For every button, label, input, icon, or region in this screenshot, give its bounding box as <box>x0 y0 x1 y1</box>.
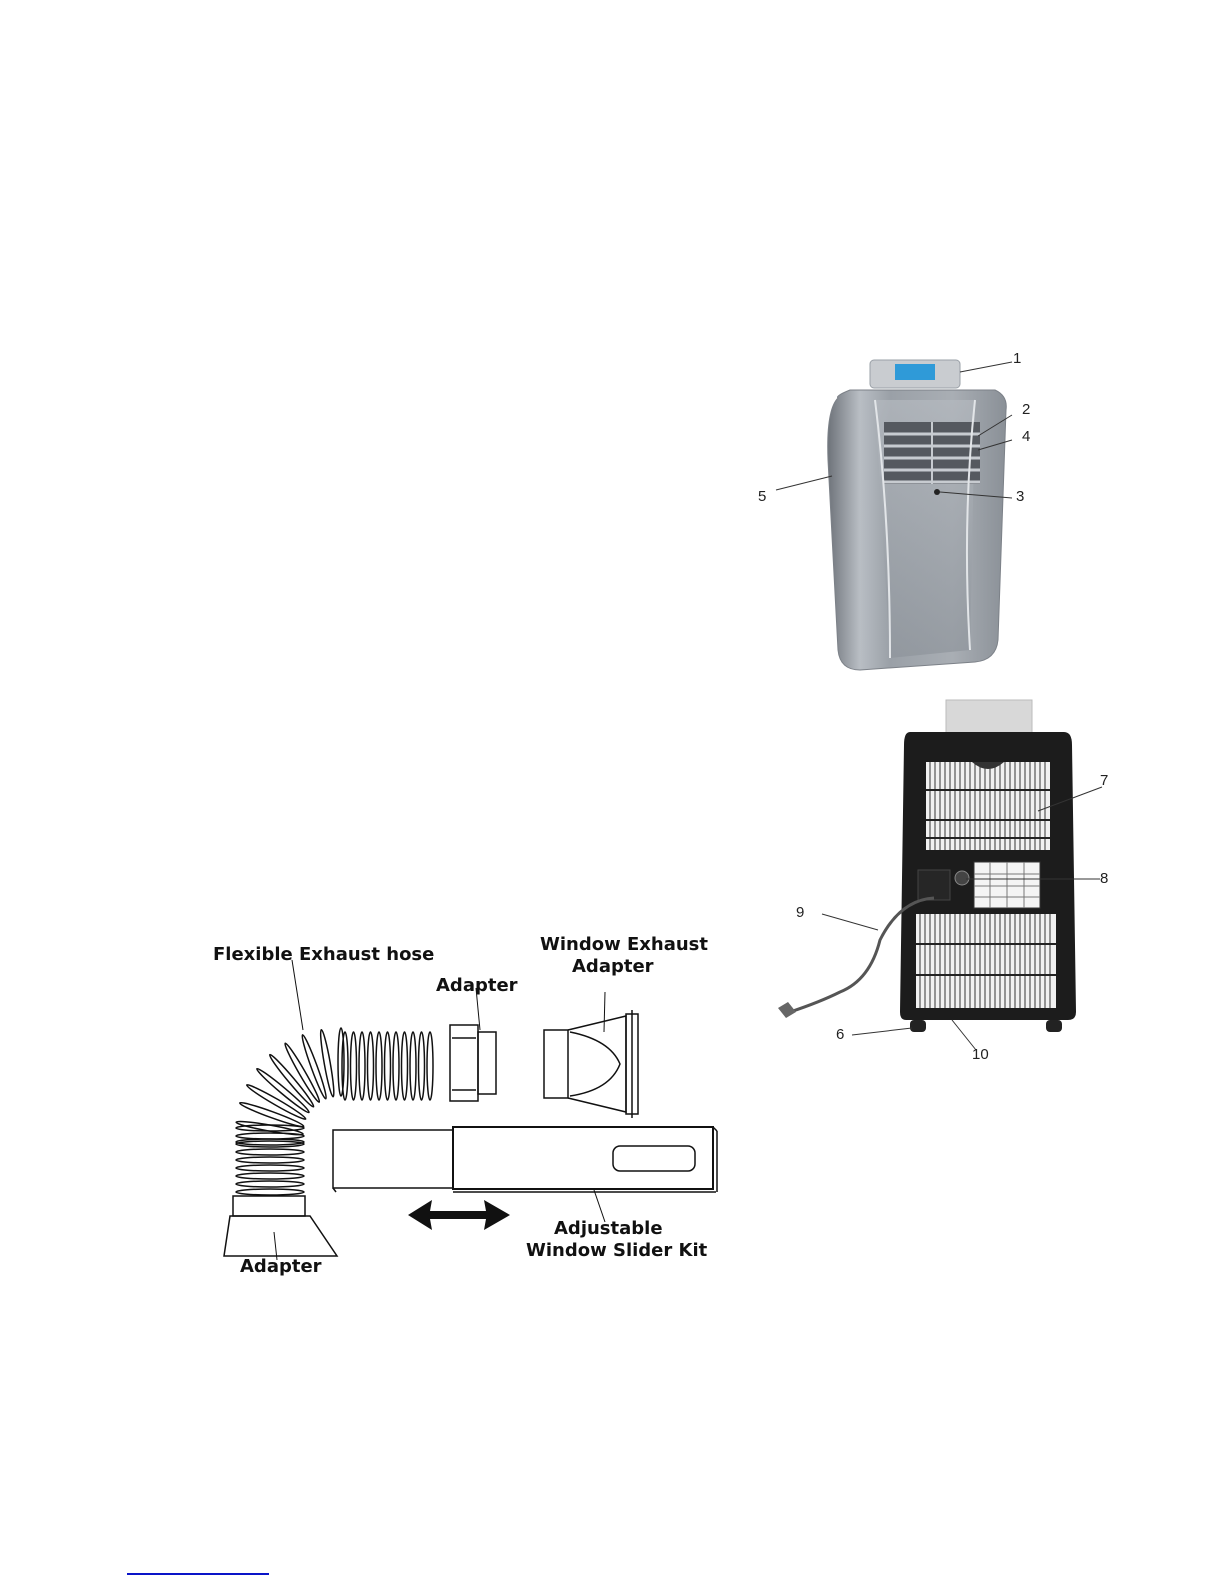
hose-adapter <box>449 1024 497 1102</box>
flexible-exhaust-hose <box>235 1027 434 1196</box>
label-adjustable-slider-line1: Adjustable <box>554 1218 663 1239</box>
hose-rib <box>400 1031 409 1101</box>
callout-4: 4 <box>1022 428 1031 445</box>
upper-air-filter <box>926 762 1050 850</box>
label-adapter-top: Adapter <box>436 975 518 996</box>
callout-5: 5 <box>758 488 767 505</box>
hose-rib <box>256 1067 310 1114</box>
label-adjustable-slider-line2: Window Slider Kit <box>526 1240 708 1261</box>
label-window-exhaust-adapter-line2: Adapter <box>572 956 654 977</box>
hose-rib <box>301 1034 327 1100</box>
hose-rib <box>268 1053 315 1108</box>
label-window-exhaust-adapter-line1: Window Exhaust <box>540 934 708 955</box>
lower-filter <box>954 861 1041 909</box>
power-plug-icon <box>778 1002 796 1018</box>
hose-rib <box>239 1101 305 1128</box>
front-unit-figure: 1 2 3 4 5 <box>750 340 1050 690</box>
hose-rib <box>235 1188 305 1196</box>
hose-rib <box>349 1031 358 1101</box>
hose-rib <box>235 1164 305 1172</box>
label-flexible-exhaust-hose: Flexible Exhaust hose <box>213 944 435 965</box>
window-slider-kit <box>332 1126 718 1193</box>
hose-rib <box>235 1148 305 1156</box>
hose-rib <box>319 1028 335 1098</box>
hose-rib <box>358 1031 366 1101</box>
label-adapter-bottom: Adapter <box>240 1256 322 1277</box>
hose-rib <box>235 1172 305 1180</box>
window-exhaust-adapter <box>543 1010 639 1118</box>
hose-rib <box>245 1084 307 1120</box>
hose-rib <box>235 1132 305 1140</box>
hose-rib <box>284 1042 321 1103</box>
hose-rib <box>417 1031 426 1101</box>
callout-10: 10 <box>972 1046 989 1063</box>
callout-6: 6 <box>836 1026 845 1043</box>
hose-rib <box>426 1031 434 1101</box>
hose-rib <box>337 1027 345 1097</box>
caster-wheel <box>910 1020 926 1032</box>
hose-rib <box>409 1031 417 1101</box>
hose-rib <box>392 1031 400 1101</box>
hose-rib <box>341 1031 349 1101</box>
hose-rib <box>235 1124 305 1132</box>
slide-direction-arrow-icon <box>408 1200 510 1230</box>
callout-9: 9 <box>796 904 805 921</box>
front-unit-illustration <box>775 359 1013 671</box>
hose-rib <box>235 1140 305 1148</box>
lcd-display <box>895 364 935 380</box>
callout-3: 3 <box>1016 488 1025 505</box>
caster-wheel <box>1046 1020 1062 1032</box>
exhaust-grille <box>916 914 1056 1008</box>
remote-sensor <box>934 489 940 495</box>
hose-rib <box>383 1031 392 1101</box>
rear-unit-figure: 7 8 9 6 10 <box>760 690 1120 1070</box>
callout-1: 1 <box>1013 350 1022 367</box>
callout-7: 7 <box>1100 772 1109 789</box>
hose-rib <box>235 1156 305 1164</box>
callout-8: 8 <box>1100 870 1109 887</box>
hose-rib <box>366 1031 375 1101</box>
footer-link-underline[interactable] <box>127 1573 269 1575</box>
hose-rib <box>375 1031 383 1101</box>
power-cord <box>789 896 935 1014</box>
exhaust-kit-illustration <box>223 959 718 1261</box>
hose-rib <box>235 1180 305 1188</box>
rear-unit-illustration <box>778 699 1103 1051</box>
bottom-adapter <box>223 1195 339 1257</box>
exhaust-kit-figure: Flexible Exhaust hose Adapter Window Exh… <box>200 920 740 1290</box>
callout-2: 2 <box>1022 401 1031 418</box>
